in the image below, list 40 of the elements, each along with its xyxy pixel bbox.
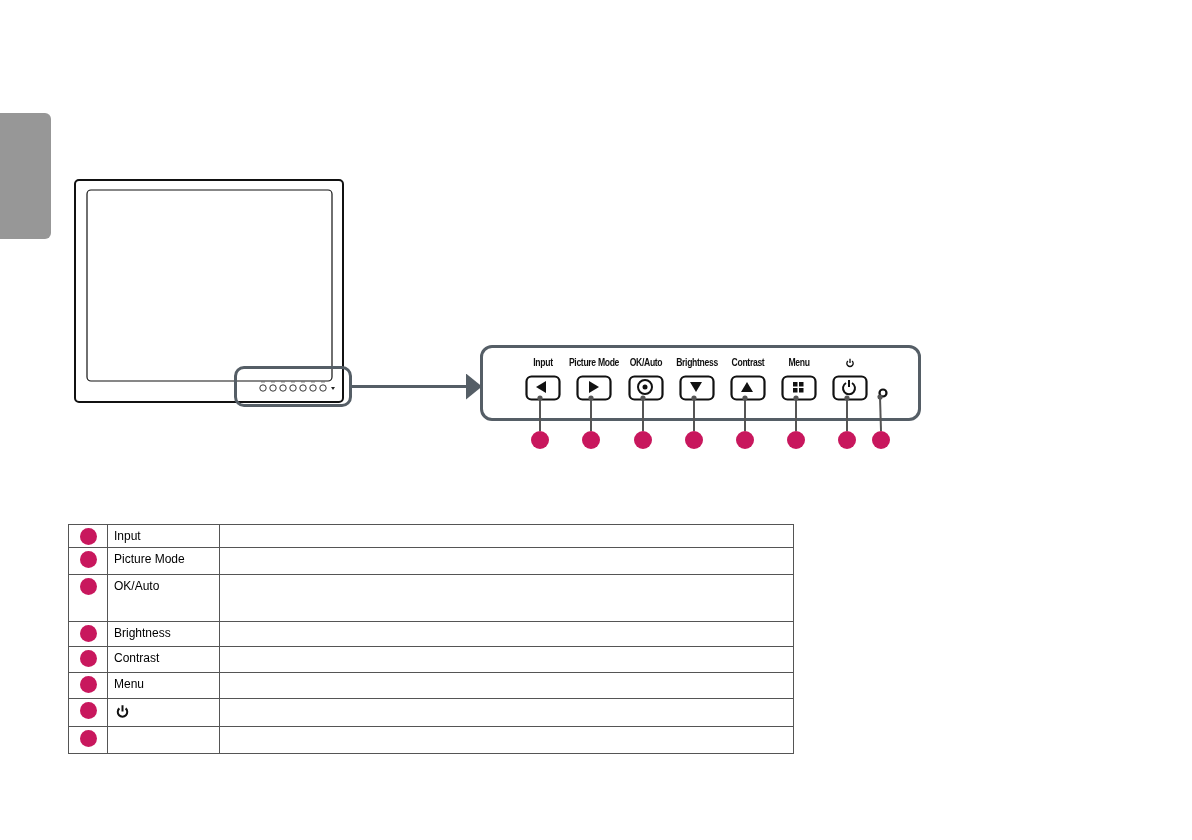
leader-line xyxy=(877,394,883,432)
highlight-frame xyxy=(234,366,352,407)
table-text: Contrast xyxy=(114,650,160,665)
leader-line xyxy=(844,395,850,432)
leader-line xyxy=(640,395,646,432)
leader-line xyxy=(537,395,543,432)
callout-marker xyxy=(872,431,890,449)
button-label: Picture Mode xyxy=(568,356,620,368)
button-label: Brightness xyxy=(676,356,718,368)
callout-marker xyxy=(634,431,652,449)
callout-marker xyxy=(80,730,97,747)
table-text: OK/Auto xyxy=(114,578,160,593)
button-label: Menu xyxy=(788,356,810,368)
button-label: Input xyxy=(533,356,553,368)
button-label: Contrast xyxy=(731,356,765,368)
leader-line xyxy=(588,395,594,432)
leader-line xyxy=(793,395,799,432)
callout-marker xyxy=(736,431,754,449)
callout-marker xyxy=(531,431,549,449)
callout-marker xyxy=(80,650,97,667)
callout-marker xyxy=(80,702,97,719)
control-panel xyxy=(480,345,921,421)
table-text: Brightness xyxy=(114,625,171,640)
table-text: Menu xyxy=(114,676,145,691)
callout-marker xyxy=(80,528,97,545)
callout-marker xyxy=(685,431,703,449)
side-tab xyxy=(0,113,51,239)
table-text: Picture Mode xyxy=(114,551,185,566)
leader-line xyxy=(691,395,697,432)
callout-marker xyxy=(80,551,97,568)
callout-marker xyxy=(80,676,97,693)
button-label: OK/Auto xyxy=(629,356,663,368)
arrow xyxy=(352,373,482,400)
callout-marker xyxy=(80,578,97,595)
callout-marker xyxy=(582,431,600,449)
callout-marker xyxy=(80,625,97,642)
leader-line xyxy=(742,395,748,432)
callout-marker xyxy=(838,431,856,449)
callout-marker xyxy=(787,431,805,449)
table-text: Input xyxy=(114,528,141,543)
